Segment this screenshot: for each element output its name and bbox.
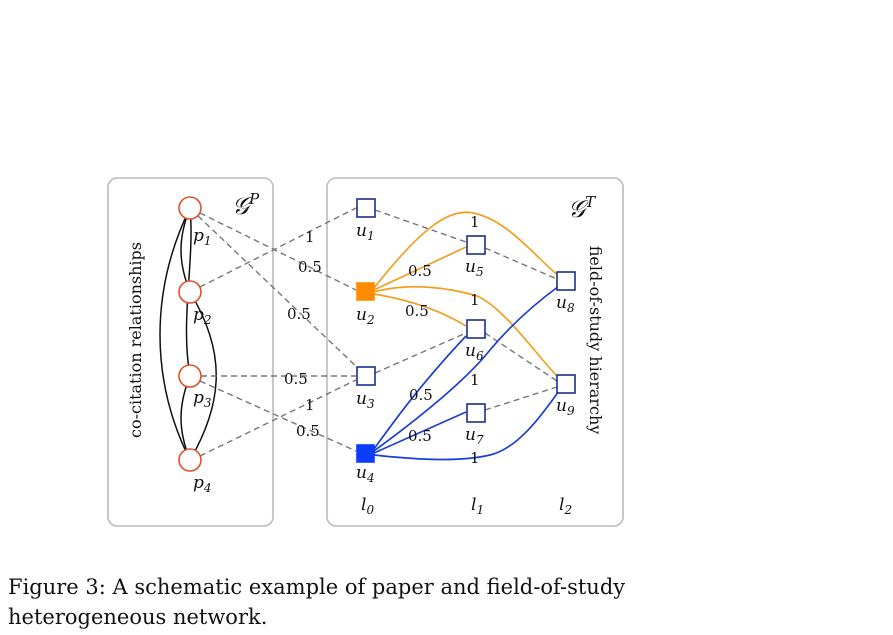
level-l1: l1 (471, 495, 484, 517)
field-hierarchy-label: field-of-study hierarchy (586, 246, 605, 435)
blue-edges (373, 285, 560, 461)
weight-u2-u6: 0.5 (405, 302, 429, 320)
field-graph-box (326, 177, 624, 527)
weight-labels: 1 0.5 0.5 0.5 1 0.5 1 0.5 1 0.5 0.5 1 0.… (284, 213, 480, 467)
node-u6 (466, 319, 486, 339)
edge-p2-p4 (189, 291, 217, 461)
label-p4: p4 (193, 473, 212, 495)
orange-edges (373, 211, 560, 379)
weight-u2-u8: 1 (470, 213, 480, 231)
edge-u2-u6 (373, 293, 467, 327)
level-l0: l0 (361, 495, 374, 517)
edge-u4-u9 (373, 390, 560, 461)
field-graph-title: 𝒢T (568, 193, 596, 223)
node-u7 (466, 403, 486, 423)
weight-p3-u4: 0.5 (296, 422, 320, 440)
paper-graph-box (107, 177, 274, 527)
node-u8 (556, 271, 576, 291)
edge-u5-u8 (484, 247, 558, 280)
figure-caption: Figure 3: A schematic example of paper a… (8, 575, 626, 629)
edge-u7-u9 (484, 386, 558, 411)
edge-p2-u1 (199, 207, 357, 288)
node-p1 (178, 196, 202, 220)
edge-u4-u8 (373, 285, 560, 452)
weight-p1-u3: 0.5 (287, 305, 311, 323)
label-p1: p1 (193, 226, 212, 248)
edge-u2-u9 (373, 285, 560, 379)
edge-u1-u5 (374, 209, 467, 243)
edge-p1-u2 (199, 212, 357, 291)
node-p3 (178, 364, 202, 388)
label-u9: u9 (556, 396, 575, 418)
weight-u2-u9: 1 (470, 291, 480, 309)
node-u4 (356, 444, 375, 463)
weight-u2-u5: 0.5 (408, 262, 432, 280)
weight-p4-u3: 1 (305, 396, 315, 414)
heterogeneous-network-diagram: 𝒢P 𝒢T co-citation relationships field-of… (107, 177, 624, 527)
node-u5 (466, 235, 486, 255)
edge-p1-p4 (159, 207, 191, 461)
node-u3 (356, 366, 376, 386)
paper-graph-title: 𝒢P (232, 190, 260, 220)
label-u7: u7 (465, 425, 484, 447)
edge-p3-p4 (180, 375, 191, 461)
weight-u4-u5: 0.5 (409, 386, 433, 404)
level-l2: l2 (559, 495, 572, 517)
label-u5: u5 (465, 257, 484, 279)
edge-u4-u6 (373, 335, 467, 450)
weight-p3-u3: 0.5 (284, 370, 308, 388)
edge-u6-u9 (484, 332, 558, 382)
weight-u4-u9: 1 (470, 449, 480, 467)
weight-u4-u8: 1 (470, 371, 480, 389)
weight-p1-u2: 0.5 (298, 258, 322, 276)
edge-u2-u5 (373, 246, 467, 291)
edge-p4-u3 (199, 379, 357, 457)
dashed-edges (197, 207, 558, 457)
edge-p1-u3 (197, 215, 361, 371)
label-u4: u4 (356, 463, 375, 485)
weight-u4-u7: 0.5 (408, 427, 432, 445)
edge-u2-u8 (373, 211, 560, 289)
co-citation-label: co-citation relationships (126, 242, 145, 438)
label-u1: u1 (356, 221, 375, 243)
node-u1 (356, 198, 376, 218)
node-u9 (556, 374, 576, 394)
label-u8: u8 (556, 293, 575, 315)
field-nodes (356, 198, 576, 463)
label-u2: u2 (356, 305, 375, 327)
paper-nodes (178, 196, 202, 472)
label-p2: p2 (193, 305, 212, 327)
node-u2 (356, 282, 375, 301)
node-p4 (178, 448, 202, 472)
weight-p2-u1: 1 (305, 228, 315, 246)
node-p2 (178, 280, 202, 304)
edge-p3-u4 (199, 380, 357, 452)
edge-u3-u6 (374, 332, 467, 374)
label-u3: u3 (356, 389, 375, 411)
label-u6: u6 (465, 341, 484, 363)
edge-u4-u7 (373, 411, 467, 454)
label-p3: p3 (193, 388, 212, 410)
